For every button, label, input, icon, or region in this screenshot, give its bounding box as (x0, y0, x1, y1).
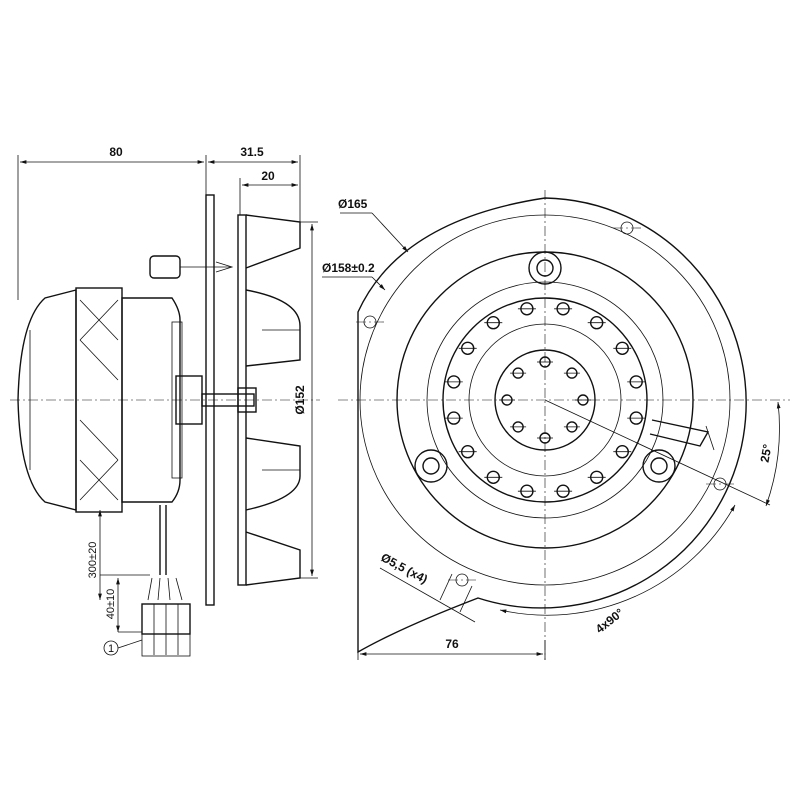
dim-overall-width: 80 (109, 145, 123, 159)
dim-outer-diameter: Ø165 (338, 197, 368, 211)
dim-hole-spacing: 4x90° (593, 606, 627, 637)
dim-flange-to-hub: 31.5 (240, 145, 264, 159)
dim-bolt-circle: Ø158±0.2 (322, 261, 375, 275)
connector-callout-label: 1 (108, 643, 114, 655)
dim-center-offset: 76 (445, 637, 459, 651)
side-view: 1 80 31.5 20 Ø152 300±20 40±10 (10, 145, 320, 657)
dim-hole-size: Ø5,5 (x4) (379, 550, 430, 586)
connector (141, 577, 191, 657)
dim-hole-angle: 25° (758, 443, 775, 464)
casing-outline (357, 197, 747, 654)
front-view: Ø165 Ø158±0.2 Ø5,5 (x4) 76 4x90° 25° (322, 190, 790, 660)
dim-cable-length: 300±20 (87, 542, 99, 579)
impeller-blades (245, 214, 301, 586)
dim-strip-length: 40±10 (105, 589, 117, 620)
inner-holes (499, 356, 591, 444)
ring-holes (444, 302, 646, 498)
cable-outlet (649, 419, 715, 451)
mounting-bosses (414, 251, 676, 483)
dim-hub-depth: 20 (261, 169, 275, 183)
dim-impeller-diameter: Ø152 (293, 385, 307, 415)
outer-mounting-holes (356, 221, 734, 587)
knurl-pattern (79, 299, 119, 501)
